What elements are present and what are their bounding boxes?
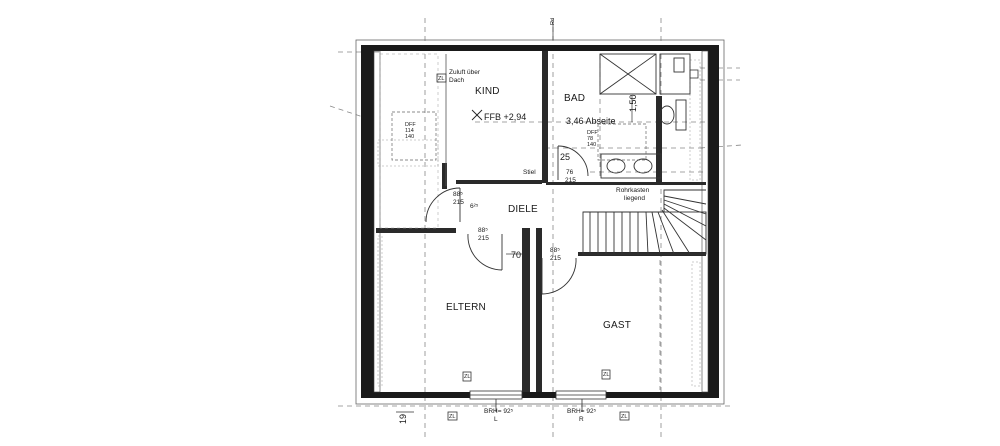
toilet [659,99,687,131]
room-label-gast: GAST [603,320,631,331]
staircase [582,189,707,255]
bottom-windows [469,390,607,412]
stiel-label: Stiel [523,169,536,176]
door-kind-height: 215 [453,199,464,206]
dff-bad-line2: 78 [587,136,593,142]
door-bad-height: 215 [565,177,576,184]
zl-label-bottom-right: ZL [621,414,627,420]
dashed-grid [329,18,743,441]
room-label-bad: BAD [564,93,585,104]
dim-150-label: 1,50 [628,94,638,112]
zuluft-label-1: Zuluft über [449,69,481,76]
room-label-diele: DIELE [508,204,538,215]
dim-70-label: 70 [511,250,521,260]
rohrkasten-label-2: liegend [624,195,645,202]
shower [599,53,691,95]
door-diele-small: 6²⁵ [470,203,479,210]
dff-kind-line1: DFF [405,122,416,128]
dimension-ticks [396,22,633,413]
brh-right-side: R [579,416,584,423]
dff-kind-line2: 114 [405,128,414,134]
brh-right-label: BRH= 92⁵ [567,408,597,415]
skylight-bad [597,123,647,161]
door-gap-eltern [468,227,522,234]
door-swings [425,145,589,295]
ffb-label: FFB +2,94 [484,112,526,122]
zl-label-kind: ZL [438,76,444,82]
zl-label-bottom-left: ZL [449,414,455,420]
outer-outline [355,39,725,405]
dff-kind-line3: 140 [405,134,414,140]
abseite-label: 3,46 Abseite [566,116,616,126]
fixture-markers [436,69,699,421]
outer-walls [361,45,719,398]
zuluft-label-2: Dach [449,77,465,84]
room-label-eltern: ELTERN [446,302,486,313]
door-eltern-width: 88⁵ [478,227,488,234]
zl-label-eltern: ZL [464,374,470,380]
bottom-dim-label: 19 [398,414,408,424]
double-sink [600,153,662,179]
zl-label-gast: ZL [603,372,609,378]
brh-left-side: L [494,416,498,423]
brh-left-label: BRH= 92⁵ [484,408,514,415]
top-axis-label: Rd [550,18,556,25]
door-kind-width: 88⁵ [453,191,463,198]
dff-bad-line3: 140 [587,142,596,148]
interior-walls [376,51,706,392]
dff-bad-line1: DFF [587,130,598,136]
sloped-area-hatch [377,53,701,387]
rohrkasten-label-1: Rohrkasten [616,187,650,194]
room-label-kind: KIND [475,86,500,97]
crosshair-marker [471,109,483,121]
door-gast-height: 215 [550,255,561,262]
door-bad-width: 76 [566,169,574,176]
dim-25-label: 25 [560,152,570,162]
door-eltern-height: 215 [478,235,489,242]
door-gast-width: 88⁵ [550,247,560,254]
skylight-kind [391,111,437,161]
